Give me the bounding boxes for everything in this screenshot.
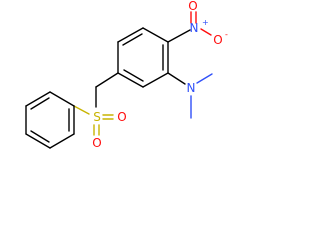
n-methyl-bond	[196, 73, 213, 84]
ring-double-bond	[123, 69, 144, 82]
ring-bond	[142, 72, 169, 88]
amine-nitrogen-label: N	[187, 81, 196, 95]
nitro-oxide-label: O	[213, 33, 222, 47]
molecule-structure: O N + O - N S O O	[25, 0, 228, 150]
ring-double-bond	[30, 130, 50, 143]
benzyl-ch2-bond	[95, 72, 119, 88]
nitro-group: O N + O -	[167, 0, 228, 47]
sulfonyl-oxygen-label: O	[117, 110, 126, 124]
sulfonyl-group: S O O	[73, 105, 127, 150]
nitro-nitrogen-label: N	[190, 21, 199, 35]
s-phenyl-bond	[73, 105, 90, 115]
ring-bond	[117, 72, 144, 88]
ring-bond	[49, 133, 75, 149]
ring-bond	[25, 91, 51, 107]
ring-bond	[49, 91, 75, 107]
sulfonyl-oxygen-label: O	[92, 136, 101, 150]
ring-double-bond	[30, 97, 50, 110]
sulfur-label: S	[93, 110, 101, 124]
nitroaniline-ring	[117, 27, 169, 88]
n-o-bond	[200, 28, 212, 36]
nitro-oxygen-label: O	[188, 0, 197, 13]
ring-bond	[142, 27, 169, 43]
c-n-bond	[167, 72, 186, 85]
ring-double-bond	[122, 33, 143, 46]
ring-bond	[25, 133, 51, 149]
dimethylamino-group: N	[167, 72, 213, 119]
phenyl-ring	[25, 91, 75, 149]
ring-bond	[117, 27, 144, 43]
nitro-oxide-charge: -	[225, 30, 228, 39]
c-n-bond	[167, 29, 191, 43]
nitro-nitrogen-charge: +	[202, 18, 209, 27]
